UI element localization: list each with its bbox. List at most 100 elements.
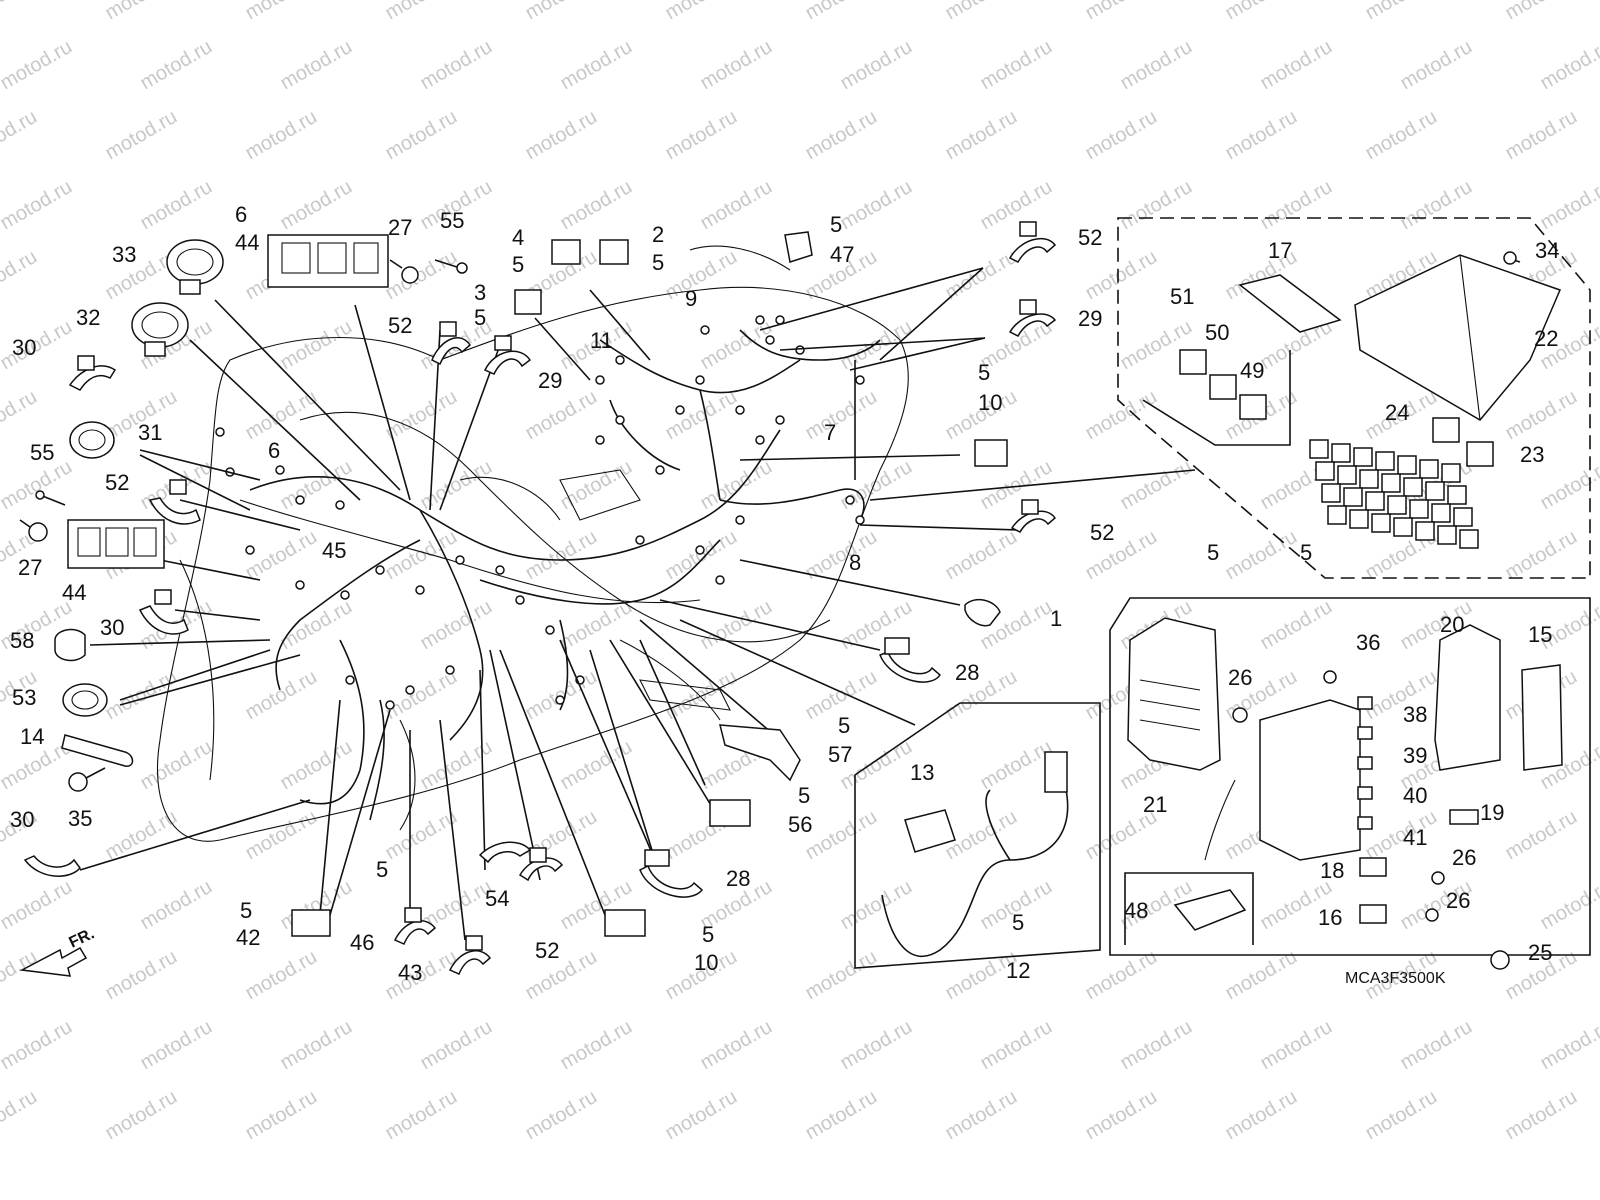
fuse-block-cell — [1447, 485, 1467, 505]
relay-bracket-line — [1142, 350, 1291, 446]
harness-connector-dot — [735, 515, 745, 525]
callout-6: 6 — [235, 202, 247, 227]
watermark-text: motod.ru — [0, 36, 76, 95]
relay-box-outline — [1117, 217, 1591, 579]
watermark-text: motod.ru — [1502, 0, 1581, 24]
watermark-text: motod.ru — [242, 946, 321, 1005]
fuse-box-cover-21 — [1127, 617, 1221, 771]
watermark-text: motod.ru — [802, 0, 881, 24]
terminal-1 — [964, 598, 1001, 627]
watermark-text: motod.ru — [0, 0, 41, 24]
bolt-36 — [1323, 670, 1337, 684]
callout-5: 5 — [830, 212, 842, 237]
watermark-text: motod.ru — [1222, 526, 1301, 585]
callout-20: 20 — [1440, 612, 1464, 637]
watermark-text: motod.ru — [1257, 596, 1336, 655]
watermark-text: motod.ru — [102, 106, 181, 165]
fuse-box-outline — [1109, 597, 1591, 956]
fuse-block-cell — [1343, 487, 1363, 507]
callout-55: 55 — [440, 208, 464, 233]
watermark-text: motod.ru — [1117, 456, 1196, 515]
harness-connector-dot — [215, 427, 225, 437]
watermark-text: motod.ru — [242, 1086, 321, 1145]
callout-16: 16 — [1318, 905, 1342, 930]
callout-33: 33 — [112, 242, 136, 267]
callout-27: 27 — [18, 555, 42, 580]
watermark-text: motod.ru — [242, 0, 321, 24]
callout-2: 2 — [652, 222, 664, 247]
clamp-53 — [62, 683, 108, 717]
main-harness-drawing — [156, 245, 909, 842]
bolt-25 — [1490, 950, 1510, 970]
callout-32: 32 — [76, 305, 100, 330]
harness-connector-dot — [655, 465, 665, 475]
watermark-text: motod.ru — [1222, 1086, 1301, 1145]
fuse-block-cell — [1381, 473, 1401, 493]
clamp-band-33 — [166, 239, 224, 295]
callout-5: 5 — [512, 252, 524, 277]
watermark-text: motod.ru — [1257, 36, 1336, 95]
callout-39: 39 — [1403, 743, 1427, 768]
harness-connector-dot — [695, 545, 705, 555]
connector-10-top — [974, 439, 1008, 467]
callout-28: 28 — [955, 660, 979, 685]
watermark-text: motod.ru — [1537, 176, 1600, 235]
callout-5: 5 — [702, 922, 714, 947]
watermark-text: motod.ru — [942, 106, 1021, 165]
harness-connector-dot — [445, 665, 455, 675]
bolt-27-left — [19, 519, 48, 542]
harness-connector-dot — [795, 345, 805, 355]
watermark-text: motod.ru — [137, 176, 216, 235]
watermark-text: motod.ru — [942, 1086, 1021, 1145]
bracket-57 — [719, 724, 801, 782]
clip-54 — [478, 841, 532, 864]
callout-23: 23 — [1520, 442, 1544, 467]
connector-10-bottom — [604, 909, 646, 937]
watermark-text: motod.ru — [417, 736, 496, 795]
callout-52: 52 — [388, 313, 412, 338]
cover-13 — [904, 809, 956, 853]
callout-58: 58 — [10, 628, 34, 653]
fuse-block-cell — [1459, 529, 1479, 549]
callout-30: 30 — [100, 615, 124, 640]
harness-connector-dot — [455, 555, 465, 565]
watermark-text: motod.ru — [417, 1016, 496, 1075]
connector-56 — [709, 799, 751, 827]
watermark-text: motod.ru — [942, 666, 1021, 725]
callout-10: 10 — [694, 950, 718, 975]
callout-52: 52 — [535, 938, 559, 963]
fuse-cover-20 — [1434, 624, 1501, 771]
fuse-block-cell — [1397, 455, 1417, 475]
harness-connector-dot — [775, 315, 785, 325]
watermark-text: motod.ru — [242, 386, 321, 445]
fuse-block-cell — [1431, 503, 1451, 523]
watermark-text: motod.ru — [837, 1016, 916, 1075]
callout-53: 53 — [12, 685, 36, 710]
harness-connector-dot — [335, 500, 345, 510]
watermark-text: motod.ru — [1397, 36, 1476, 95]
callout-26: 26 — [1452, 845, 1476, 870]
watermark-text: motod.ru — [0, 1086, 41, 1145]
watermark-text: motod.ru — [0, 1016, 76, 1075]
fuse-block-cell — [1387, 495, 1407, 515]
callout-47: 47 — [830, 242, 854, 267]
harness-connector-dot — [615, 355, 625, 365]
fuse-block-cell — [1331, 443, 1351, 463]
watermark-text: motod.ru — [1117, 176, 1196, 235]
watermark-text: motod.ru — [557, 736, 636, 795]
harness-connector-dot — [755, 315, 765, 325]
harness-connector-dot — [755, 435, 765, 445]
callout-35: 35 — [68, 806, 92, 831]
harness-connector-dot — [855, 375, 865, 385]
fuse-block-cell — [1441, 463, 1461, 483]
harness-connector-dot — [635, 535, 645, 545]
fuse-box-cover-44 — [267, 234, 389, 288]
callout-5: 5 — [1207, 540, 1219, 565]
callout-26: 26 — [1228, 665, 1252, 690]
watermark-text: motod.ru — [1362, 106, 1441, 165]
callout-52: 52 — [1078, 225, 1102, 250]
callout-5: 5 — [474, 305, 486, 330]
callout-7: 7 — [824, 420, 836, 445]
watermark-text: motod.ru — [942, 526, 1021, 585]
